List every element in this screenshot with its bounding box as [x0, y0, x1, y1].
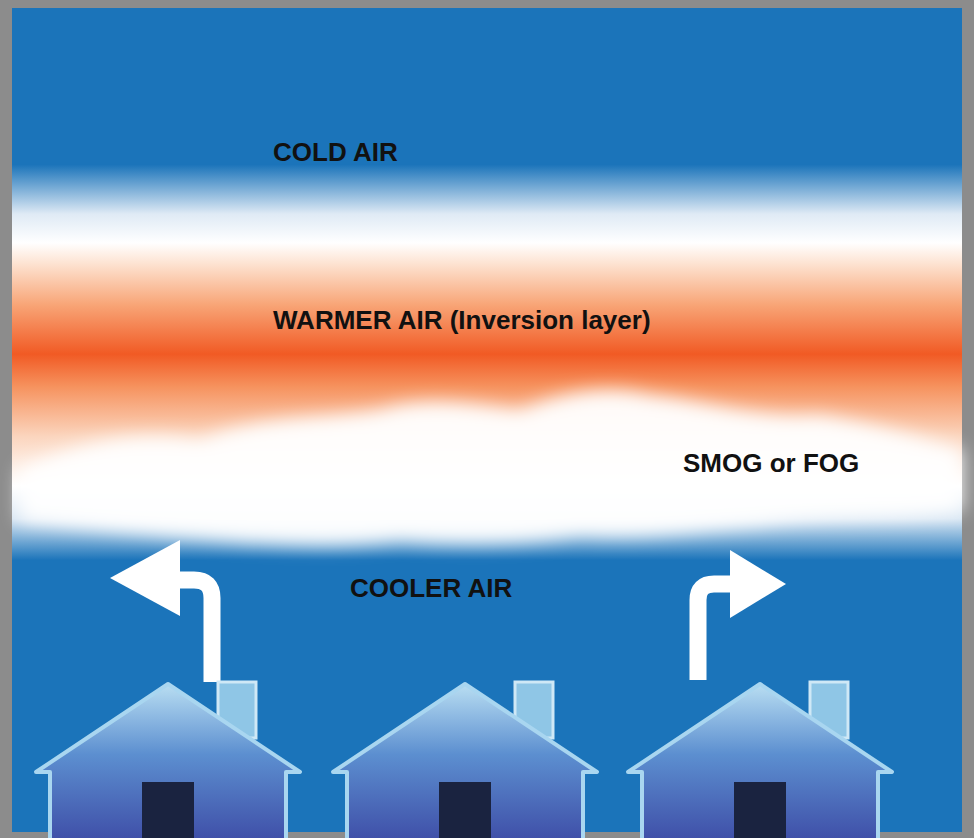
smog-fog-label: SMOG or FOG — [683, 448, 859, 478]
cold-air-label: COLD AIR — [273, 137, 398, 167]
rising-arrows — [110, 540, 786, 682]
inversion-layer-label: WARMER AIR (Inversion layer) — [273, 305, 651, 335]
smog-cloud — [20, 390, 962, 545]
cooler-air-label: COOLER AIR — [350, 573, 512, 603]
